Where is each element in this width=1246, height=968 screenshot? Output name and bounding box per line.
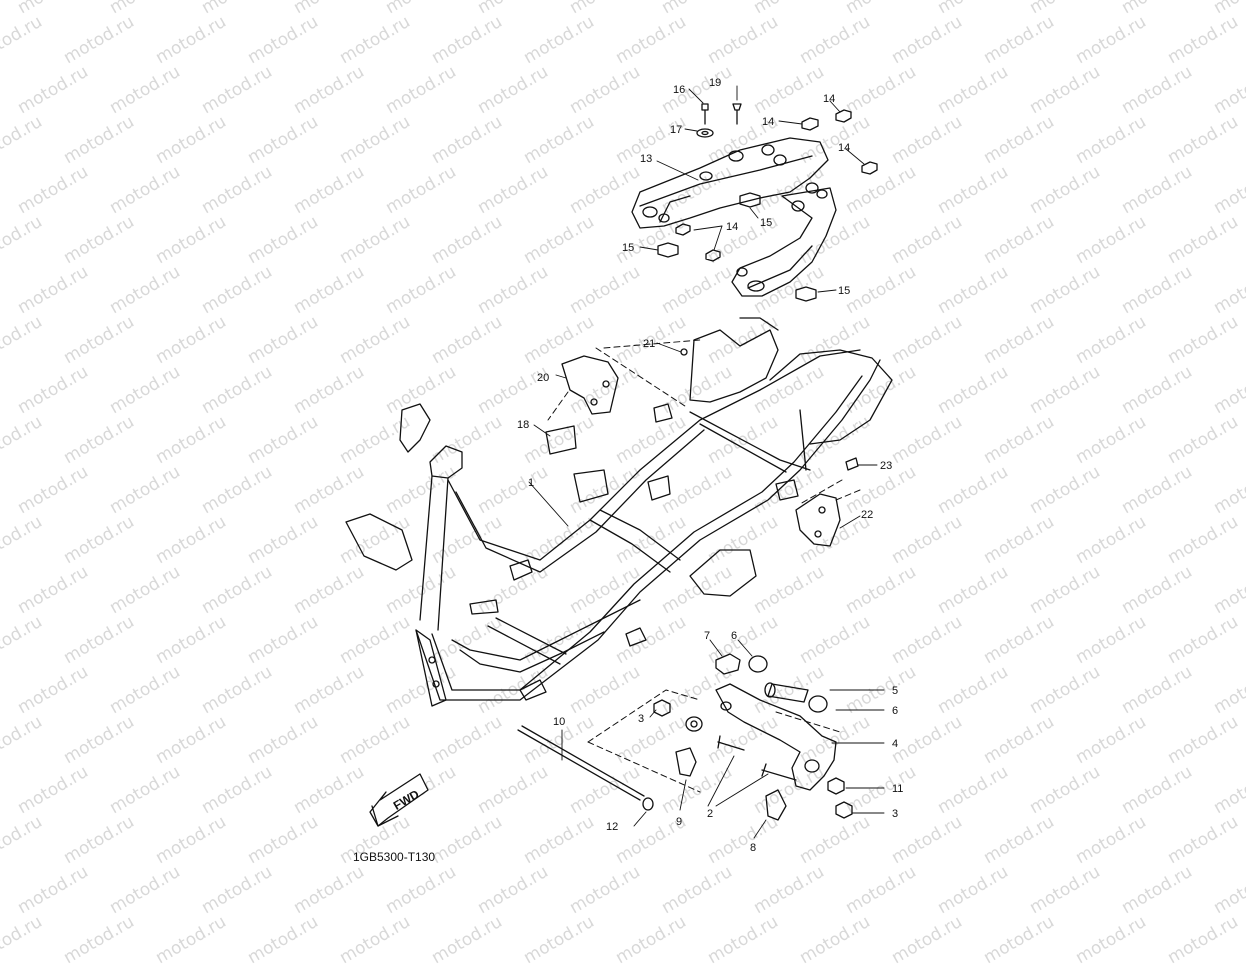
leader-lines bbox=[528, 85, 885, 839]
callout-8: 8 bbox=[750, 842, 756, 854]
callout-3: 3 bbox=[638, 713, 644, 725]
engine-link-4 bbox=[517, 653, 853, 821]
callout-19: 19 bbox=[709, 77, 721, 89]
bracket-assembly-13 bbox=[631, 137, 837, 297]
callout-4: 4 bbox=[892, 738, 898, 750]
callout-13: 13 bbox=[640, 153, 652, 165]
callout-23: 23 bbox=[880, 460, 892, 472]
callout-14: 14 bbox=[762, 116, 774, 128]
callout-9: 9 bbox=[676, 816, 682, 828]
callout-2: 2 bbox=[707, 808, 713, 820]
callout-14: 14 bbox=[838, 142, 850, 154]
callout-labels: 16 19 17 13 14 14 14 14 15 15 15 21 20 1… bbox=[517, 77, 903, 854]
callout-1: 1 bbox=[528, 477, 534, 489]
callout-6: 6 bbox=[731, 630, 737, 642]
callout-7: 7 bbox=[704, 630, 710, 642]
callout-14: 14 bbox=[726, 221, 738, 233]
plate-parts bbox=[545, 348, 859, 547]
callout-20: 20 bbox=[537, 372, 549, 384]
callout-14: 14 bbox=[823, 93, 835, 105]
callout-15: 15 bbox=[760, 217, 772, 229]
callout-6: 6 bbox=[892, 705, 898, 717]
callout-17: 17 bbox=[670, 124, 682, 136]
bolt-washer-parts bbox=[696, 103, 742, 138]
callout-12: 12 bbox=[606, 821, 618, 833]
callout-5: 5 bbox=[892, 685, 898, 697]
callout-21: 21 bbox=[643, 338, 655, 350]
frame-drawing: 16 19 17 13 14 14 14 14 15 15 15 21 20 1… bbox=[345, 77, 903, 854]
callout-10: 10 bbox=[553, 716, 565, 728]
guide-lines bbox=[547, 339, 861, 793]
main-frame-1 bbox=[345, 317, 893, 707]
callout-11: 11 bbox=[892, 783, 903, 795]
callout-15: 15 bbox=[622, 242, 634, 254]
callout-15: 15 bbox=[838, 285, 850, 297]
callout-18: 18 bbox=[517, 419, 529, 431]
fwd-arrow bbox=[369, 773, 429, 827]
callout-22: 22 bbox=[861, 509, 873, 521]
diagram-code: 1GB5300-T130 bbox=[353, 850, 436, 864]
callout-16: 16 bbox=[673, 84, 685, 96]
callout-3: 3 bbox=[892, 808, 898, 820]
grommet-parts bbox=[657, 109, 878, 302]
